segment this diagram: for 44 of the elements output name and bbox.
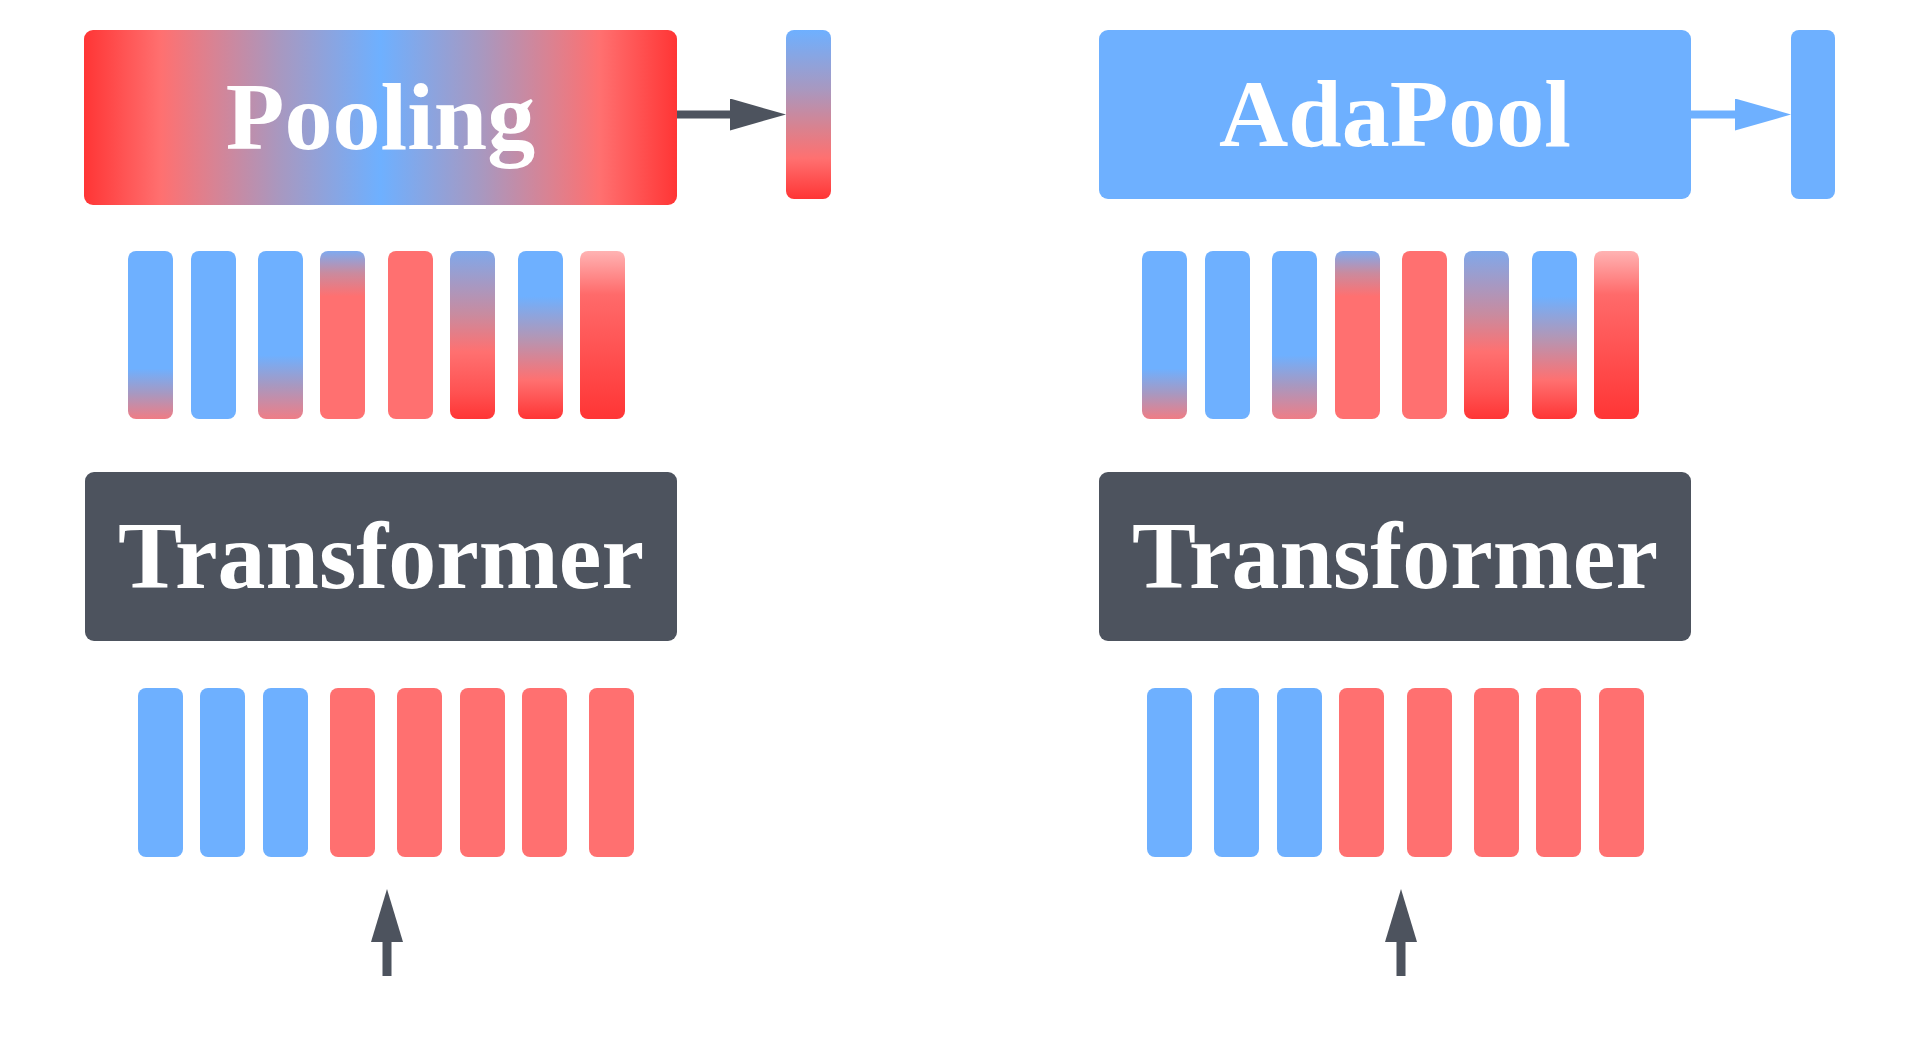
token-bar (589, 688, 634, 857)
token-bar (1402, 251, 1447, 419)
token-bar (200, 688, 245, 857)
token-bar (263, 688, 308, 857)
token-bar (388, 251, 433, 419)
token-bar (1536, 688, 1581, 857)
token-bar (128, 251, 173, 419)
token-bar (1272, 251, 1317, 419)
token-bar (1474, 688, 1519, 857)
token-bar (522, 688, 567, 857)
token-bar (1532, 251, 1577, 419)
token-bar (397, 688, 442, 857)
token-bar (1205, 251, 1250, 419)
token-bar (786, 30, 831, 199)
token-bar (258, 251, 303, 419)
token-bar (1335, 251, 1380, 419)
token-bar (1594, 251, 1639, 419)
token-bar (518, 251, 563, 419)
token-bar (138, 688, 183, 857)
module-box (1099, 30, 1691, 199)
token-bar (320, 251, 365, 419)
token-bar (1599, 688, 1644, 857)
token-bar (580, 251, 625, 419)
token-bar (1214, 688, 1259, 857)
token-bar (1142, 251, 1187, 419)
module-box (1099, 472, 1691, 641)
module-label: AdaPool (1219, 64, 1571, 165)
token-bar (1464, 251, 1509, 419)
module-label: Transformer (118, 506, 644, 607)
module-label: Pooling (225, 67, 536, 168)
token-bar (1147, 688, 1192, 857)
token-bar (1339, 688, 1384, 857)
token-bar (191, 251, 236, 419)
token-bar (1277, 688, 1322, 857)
arrow (1691, 98, 1791, 131)
module-label: Transformer (1132, 506, 1658, 607)
module-box (85, 472, 677, 641)
token-bar (1791, 30, 1835, 199)
token-bar (330, 688, 375, 857)
token-bar (450, 251, 495, 419)
arrow (677, 98, 786, 131)
token-bar (1407, 688, 1452, 857)
module-box (84, 30, 677, 205)
token-bar (460, 688, 505, 857)
